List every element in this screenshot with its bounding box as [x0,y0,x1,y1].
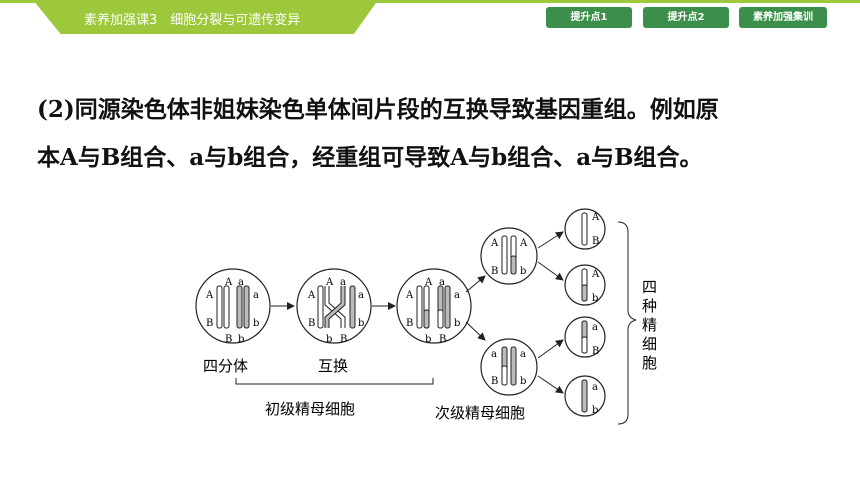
svg-text:a: a [520,349,526,360]
svg-text:a: a [253,290,259,301]
svg-text:b: b [253,318,259,329]
label-crossover: 互换 [318,357,348,375]
svg-text:A: A [424,277,433,288]
label-four-sperm-1: 四 [642,278,657,296]
svg-text:b: b [358,318,364,329]
svg-text:a: a [454,290,460,301]
svg-text:a: a [358,290,364,301]
svg-text:A: A [591,212,600,223]
label-tetrad: 四分体 [203,357,248,375]
primary-brace [235,378,434,385]
svg-text:A: A [490,238,499,249]
svg-text:B: B [406,318,413,329]
svg-text:a: a [340,277,346,288]
svg-text:b: b [425,334,431,345]
sperm-cell-aB: a B [564,316,606,358]
svg-text:B: B [439,334,446,345]
cell-secondary-bottom: a a B b [480,338,538,396]
svg-text:a: a [439,277,445,288]
svg-text:B: B [340,334,347,345]
svg-text:a: a [592,322,598,333]
svg-text:b: b [238,334,244,345]
svg-text:B: B [225,334,232,345]
label-four-sperm-5: 胞 [642,354,657,372]
cell-crossover: A A a a B b B b [296,268,372,345]
sperm-cell-Ab: A b [564,264,606,306]
svg-text:B: B [592,346,599,357]
cell-primary: A A a a B b B b [396,268,472,345]
svg-text:b: b [520,376,526,387]
svg-text:A: A [325,277,334,288]
svg-text:b: b [326,334,332,345]
svg-text:a: a [238,277,244,288]
svg-text:B: B [308,318,315,329]
svg-text:b: b [520,266,526,277]
content-line-1: (2)同源染色体非姐妹染色单体间片段的互换导致基因重组。例如原 [37,96,719,123]
top-accent-line [0,0,860,3]
label-secondary: 次级精母细胞 [435,404,525,422]
cell-secondary-top: A A B b [480,227,538,285]
svg-text:A: A [307,290,316,301]
svg-text:A: A [224,277,233,288]
sperm-cell-AB: A B [564,208,606,250]
label-primary: 初级精母细胞 [265,400,355,418]
svg-text:a: a [491,349,497,360]
svg-text:b: b [454,318,460,329]
sperm-brace [617,221,637,425]
nav-button-training[interactable]: 素养加强集训 [739,7,827,28]
svg-text:A: A [405,290,414,301]
header-title: 素养加强课3 细胞分裂与可遗传变异 [84,13,301,28]
svg-text:b: b [592,405,598,416]
sperm-cell-ab: a b [564,375,606,417]
svg-text:B: B [592,236,599,247]
label-four-sperm-2: 种 [642,297,657,315]
svg-text:B: B [491,376,498,387]
nav-button-point2[interactable]: 提升点2 [643,7,729,28]
nav-button-point1[interactable]: 提升点1 [546,7,632,28]
svg-text:A: A [519,238,528,249]
label-four-sperm-3: 精 [642,316,657,334]
content-line-2: 本A与B组合、a与b组合，经重组可导致A与b组合、a与B组合。 [37,144,703,171]
svg-text:b: b [592,293,598,304]
header-banner [33,0,378,34]
svg-text:A: A [205,290,214,301]
svg-text:B: B [206,318,213,329]
svg-text:B: B [491,266,498,277]
svg-text:A: A [591,269,600,280]
label-four-sperm-4: 细 [642,335,657,353]
svg-text:a: a [592,382,598,393]
cell-tetrad: A A a a B B b b [195,268,271,345]
